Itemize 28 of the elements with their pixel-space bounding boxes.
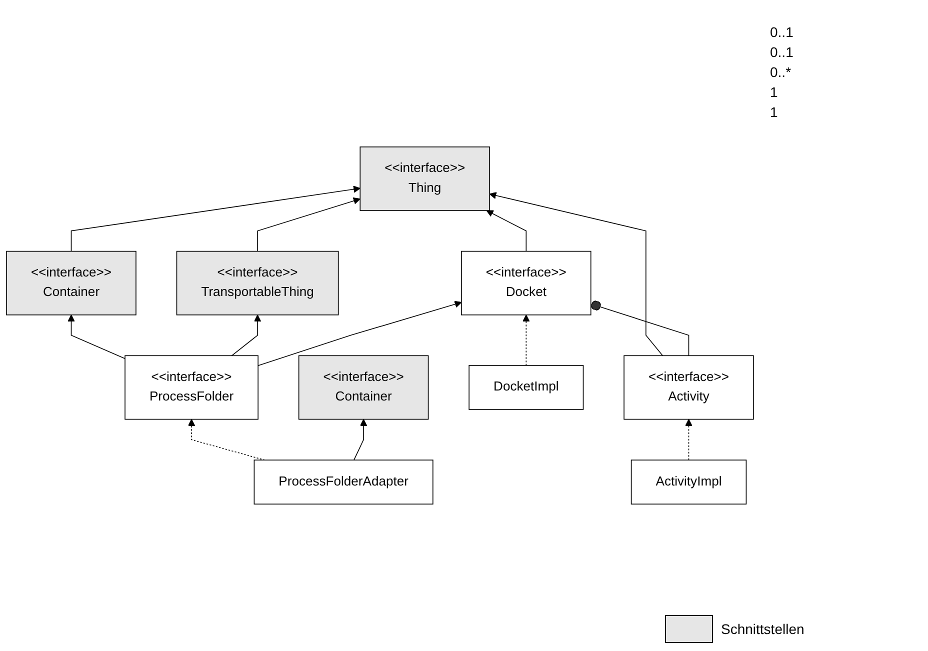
multiplicity-label: 0..*: [770, 64, 792, 80]
node-box: DocketImpl: [468, 365, 584, 410]
arrow: [354, 418, 368, 460]
arrow: [231, 314, 262, 356]
connector: [590, 300, 690, 356]
arrow: [70, 186, 360, 252]
multiplicity-label: 1: [770, 84, 779, 100]
multiplicity-label: 0..1: [770, 24, 794, 40]
node-box: <<interface>> Docket: [461, 250, 592, 316]
arrow: [188, 418, 266, 460]
arrow: [486, 210, 527, 252]
arrow: [522, 314, 530, 366]
node-box: <<interface>> Thing: [360, 146, 490, 211]
node-box: <<interface>> TransportableThing: [176, 250, 339, 316]
node-box: ActivityImpl: [630, 460, 747, 504]
multiplicity-label: 1: [770, 104, 779, 120]
arrow: [68, 314, 126, 360]
node-box: <<interface>> Container: [298, 355, 429, 420]
node-box: <<interface>> Activity: [624, 355, 754, 420]
node-box: <<interface>> ProcessFolder: [124, 355, 258, 420]
arrow: [685, 418, 692, 460]
arrow: [257, 197, 360, 252]
multiplicity-label: 0..1: [770, 44, 794, 60]
arrow: [489, 192, 664, 356]
node-box: <<interface>> Container: [6, 250, 136, 316]
arrow: [258, 300, 462, 366]
legend-text: Schnittstellen: [721, 621, 804, 637]
node-box: ProcessFolderAdapter: [254, 460, 434, 504]
